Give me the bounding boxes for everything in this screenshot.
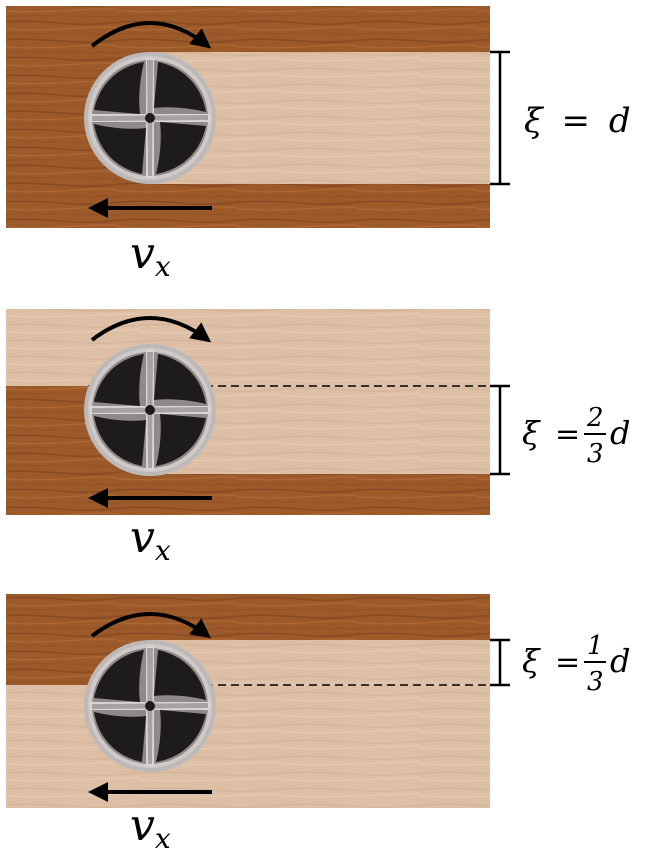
engagement-bracket	[490, 52, 510, 184]
panel-two-thirds-engagement: vx ξ = 2 3 d	[6, 309, 630, 567]
svg-text:d: d	[610, 414, 630, 452]
svg-text:3: 3	[587, 439, 604, 469]
engagement-label: ξ = 2 3 d	[522, 403, 630, 469]
feed-velocity-label: vx	[130, 800, 171, 855]
light-wood-block	[6, 685, 490, 808]
svg-text:3: 3	[587, 667, 604, 697]
feed-velocity-label: vx	[130, 512, 171, 567]
svg-text:ξ: ξ	[522, 414, 541, 452]
milling-cutter-icon	[84, 344, 216, 476]
panel-one-third-engagement: vx ξ = 1 3 d	[6, 594, 630, 855]
svg-text:ξ: ξ	[522, 642, 541, 680]
engagement-label: ξ = 1 3 d	[522, 631, 630, 697]
engagement-label: ξ = d	[524, 101, 631, 141]
panel-full-engagement: vx ξ = d	[6, 6, 631, 283]
svg-text:2: 2	[586, 403, 604, 433]
engagement-bracket	[490, 640, 510, 685]
svg-text:=: =	[555, 645, 580, 680]
feed-velocity-label: vx	[130, 228, 171, 283]
svg-text:d: d	[610, 642, 630, 680]
engagement-bracket	[490, 386, 510, 474]
svg-text:1: 1	[587, 631, 604, 661]
milling-cutter-icon	[84, 640, 216, 772]
milling-cutter-icon	[84, 52, 216, 184]
svg-text:=: =	[555, 417, 580, 452]
